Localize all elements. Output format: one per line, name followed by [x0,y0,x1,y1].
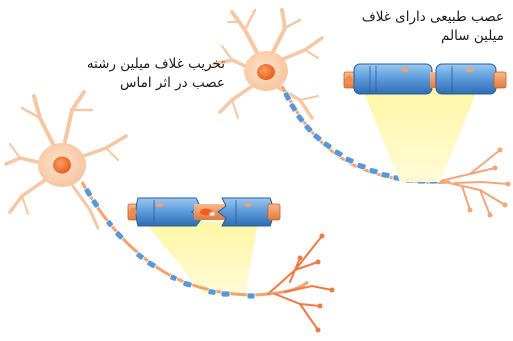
healthy-nerve-label: عصب طبیعی دارای غلاف میلین سالم [314,8,504,46]
damaged-nerve-label: تخریب غلاف میلین رشته عصب در اثر اماس [30,55,225,93]
damaged-terminal-buttons [298,234,335,333]
healthy-nucleus [257,64,275,80]
healthy-myelin-closeup [344,64,506,94]
damaged-neuron [6,92,335,333]
damaged-nucleus [53,157,71,174]
healthy-magnifier-beam [362,88,478,182]
damaged-axon-terminals [268,236,332,330]
healthy-label-line-1: عصب طبیعی دارای غلاف [314,8,504,27]
healthy-label-line-2: میلین سالم [314,27,504,46]
damaged-label-line-2: عصب در اثر اماس [30,74,225,93]
damaged-label-line-1: تخریب غلاف میلین رشته [30,55,225,74]
healthy-axon-terminals [440,150,508,215]
damaged-myelin-closeup [128,198,280,226]
damaged-magnifier-beam [145,222,258,296]
